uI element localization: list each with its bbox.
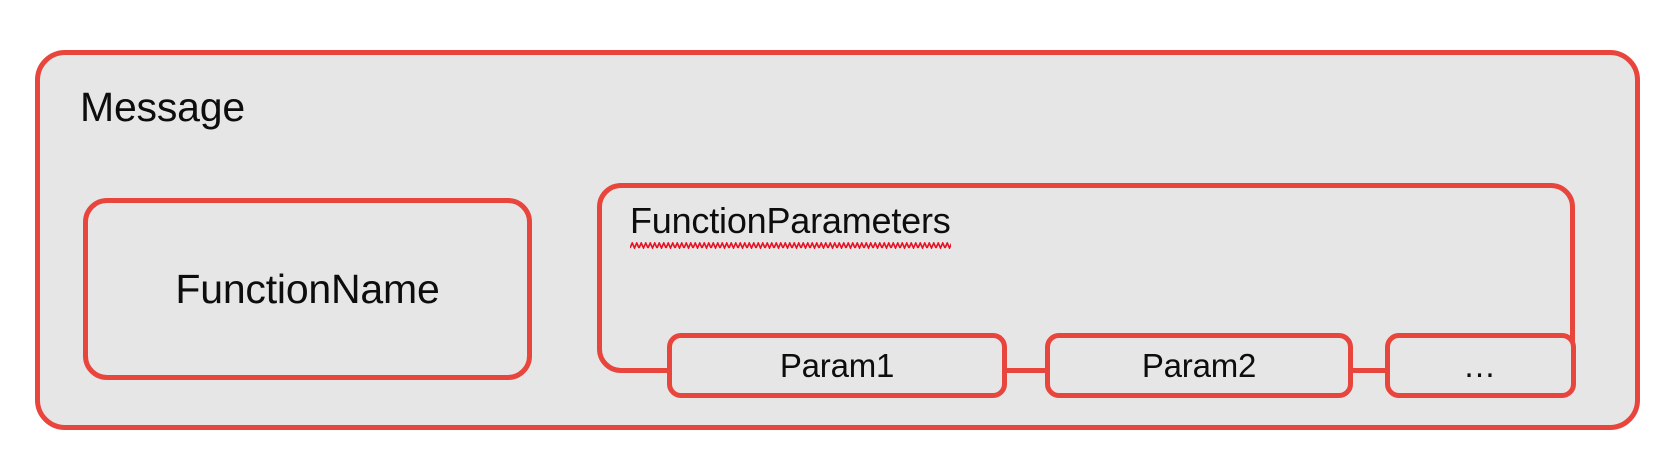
- parameter-chip-label: Param2: [1141, 346, 1257, 384]
- function-name-label: FunctionName: [175, 266, 440, 312]
- parameter-chip-label: …: [1463, 346, 1498, 384]
- function-parameters-label-group: FunctionParameters: [630, 201, 951, 249]
- parameter-chip-ellipsis: …: [1385, 333, 1576, 398]
- parameter-chip-label: Param1: [779, 346, 895, 384]
- function-parameters-label: FunctionParameters: [630, 200, 951, 241]
- parameter-chip: Param2: [1045, 333, 1353, 398]
- function-parameters-node: FunctionParameters Param1 Param2 …: [597, 183, 1576, 398]
- message-container: Message FunctionName FunctionParameters …: [35, 50, 1640, 430]
- spellcheck-squiggle-underline: [630, 242, 951, 249]
- function-name-node: FunctionName: [83, 198, 532, 380]
- message-label: Message: [80, 84, 245, 130]
- parameter-chip: Param1: [667, 333, 1007, 398]
